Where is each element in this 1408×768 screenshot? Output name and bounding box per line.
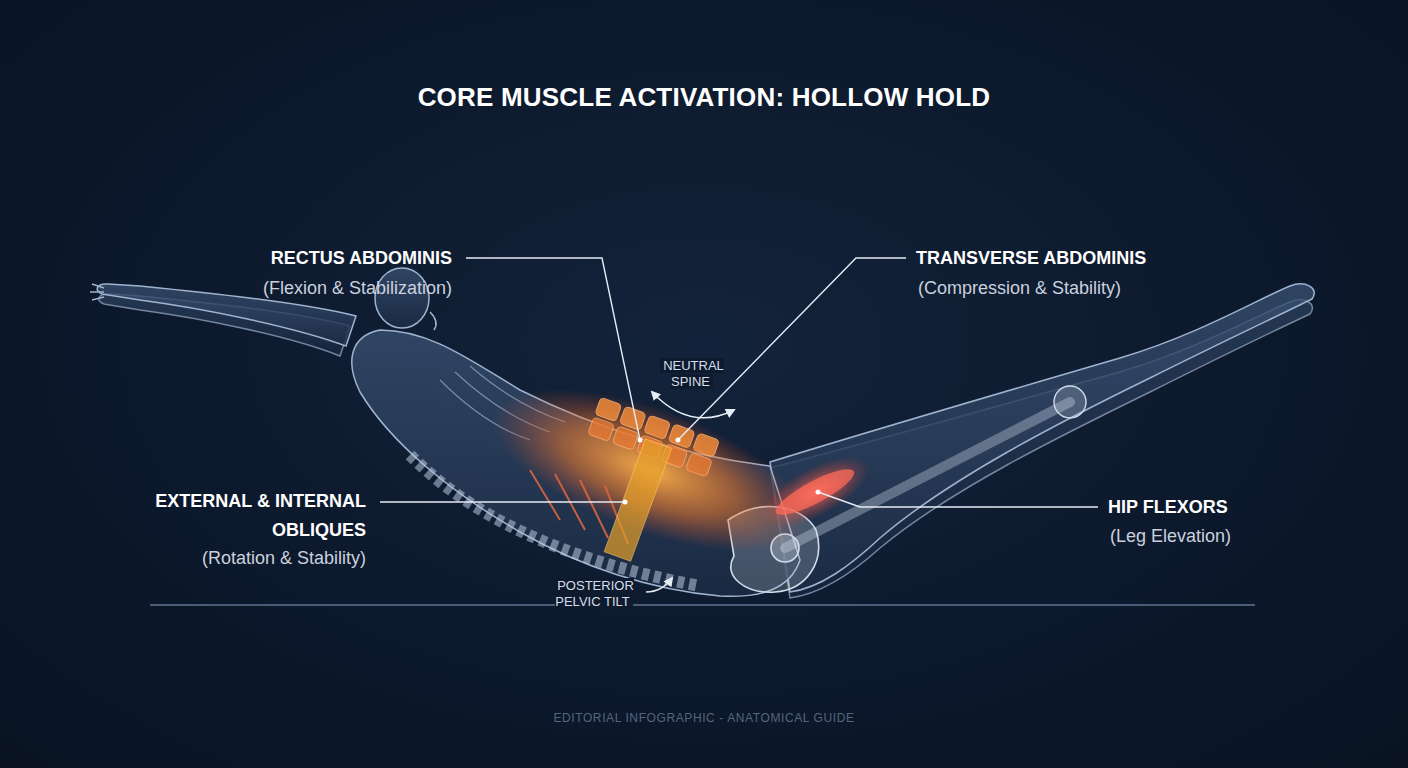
core-glow: [474, 355, 827, 584]
muscle-name: RECTUS ABDOMINIS: [132, 244, 452, 273]
muscle-function: (Flexion & Stabilization): [132, 276, 452, 300]
title: CORE MUSCLE ACTIVATION: HOLLOW HOLD: [154, 82, 1254, 113]
hip-flexor-muscle: [771, 462, 859, 523]
hip-flexor-glow: [751, 443, 879, 542]
muscle-name: TRANSVERSE ABDOMINIS: [916, 244, 1236, 273]
muscle-function: (Leg Elevation): [1110, 524, 1390, 548]
leader-lines: [380, 258, 1098, 592]
leader-dots: [623, 438, 821, 505]
footer-credit: EDITORIAL INFOGRAPHIC - ANATOMICAL GUIDE: [384, 711, 1024, 725]
transverse-abdominis-band: [604, 439, 671, 561]
posture-note: POSTERIOR PELVIC TILT: [554, 578, 634, 609]
note-box: NEUTRAL SPINE: [646, 358, 738, 390]
note-box: POSTERIOR PELVIC TILT: [535, 578, 653, 610]
muscle-name: EXTERNAL & INTERNAL OBLIQUES: [154, 487, 366, 545]
near-leg: [770, 284, 1314, 592]
floor-line: [150, 604, 1255, 606]
muscle-function: (Compression & Stability): [918, 276, 1238, 300]
muscle-function: (Rotation & Stability): [66, 546, 366, 570]
posture-note: NEUTRAL SPINE: [660, 358, 724, 389]
muscle-name: HIP FLEXORS: [1108, 493, 1388, 522]
pelvis-bone: [728, 386, 1086, 592]
face-profile: [430, 312, 436, 330]
fingers: [90, 284, 104, 300]
